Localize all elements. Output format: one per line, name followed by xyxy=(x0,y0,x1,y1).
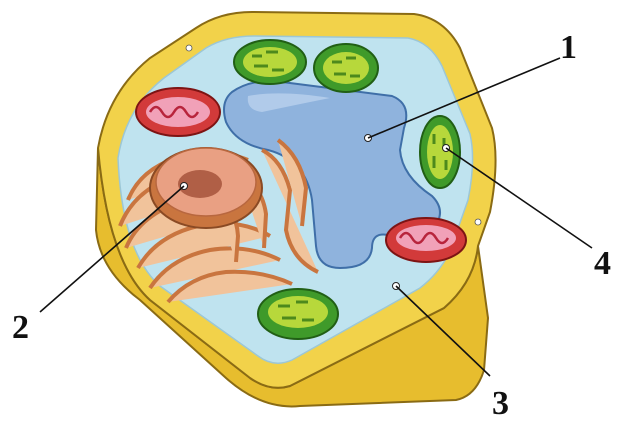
label-2: 2 xyxy=(12,309,29,346)
label-1: 1 xyxy=(560,29,577,66)
chloroplast-top-left xyxy=(234,40,306,84)
wall-dot xyxy=(186,45,192,51)
chloroplast-bottom xyxy=(258,289,338,339)
mitochondrion-right xyxy=(386,218,466,262)
mitochondrion-left xyxy=(136,88,220,136)
label-4: 4 xyxy=(594,245,611,282)
nucleus xyxy=(150,148,262,228)
chloroplast-top-right xyxy=(314,44,378,92)
label-3: 3 xyxy=(492,385,509,422)
wall-dot xyxy=(475,219,481,225)
chloroplast-right xyxy=(420,116,460,188)
